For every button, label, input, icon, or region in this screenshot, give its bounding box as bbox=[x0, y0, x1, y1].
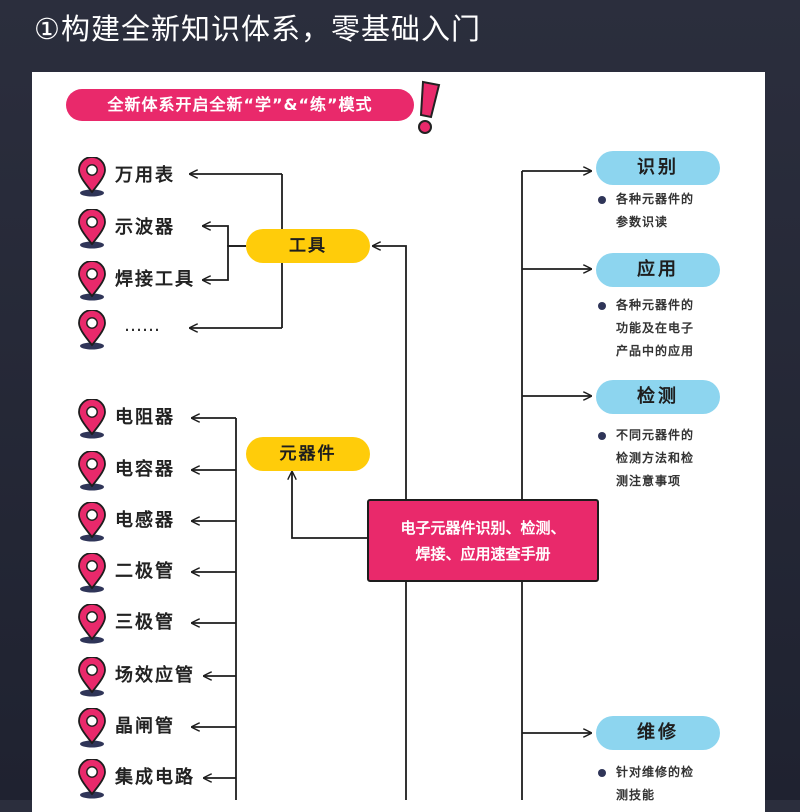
pill-detect: 检测 bbox=[596, 380, 720, 414]
exclamation-icon bbox=[418, 80, 441, 134]
desc-repair-line-1: 针对维修的检 bbox=[616, 765, 695, 779]
hub-components: 元器件 bbox=[246, 437, 370, 471]
pill-repair: 维修 bbox=[596, 716, 720, 750]
location-pin-icon bbox=[78, 451, 106, 491]
center-handbook-box: 电子元器件识别、检测、 焊接、应用速查手册 bbox=[367, 499, 599, 582]
center-line-2: 焊接、应用速查手册 bbox=[415, 545, 551, 563]
pill-identify: 识别 bbox=[596, 151, 720, 185]
component-item-transistor: 三极管 bbox=[115, 612, 175, 633]
tools-item-welding-tools: 焊接工具 bbox=[115, 269, 195, 290]
desc-apply-line-2: 功能及在电子 bbox=[616, 321, 695, 335]
desc-detect: 不同元器件的 检测方法和检 测注意事项 bbox=[597, 424, 737, 493]
component-item-resistor: 电阻器 bbox=[115, 407, 175, 428]
location-pin-icon bbox=[78, 604, 106, 644]
location-pin-icon bbox=[78, 261, 106, 301]
component-item-inductor: 电感器 bbox=[115, 510, 175, 531]
component-item-ic: 集成电路 bbox=[115, 767, 195, 788]
desc-identify-line-2: 参数识读 bbox=[616, 215, 669, 229]
component-item-diode: 二极管 bbox=[115, 561, 175, 582]
hub-tools: 工具 bbox=[246, 229, 370, 263]
desc-identify-line-1: 各种元器件的 bbox=[616, 192, 695, 206]
location-pin-icon bbox=[78, 502, 106, 542]
desc-identify: 各种元器件的 参数识读 bbox=[597, 188, 737, 234]
desc-apply-line-1: 各种元器件的 bbox=[616, 298, 695, 312]
desc-apply: 各种元器件的 功能及在电子 产品中的应用 bbox=[597, 294, 737, 363]
tools-item-multimeter: 万用表 bbox=[115, 165, 175, 186]
pill-apply: 应用 bbox=[596, 253, 720, 287]
desc-detect-line-1: 不同元器件的 bbox=[616, 428, 695, 442]
location-pin-icon bbox=[78, 157, 106, 197]
tools-item-oscilloscope: 示波器 bbox=[115, 217, 175, 238]
location-pin-icon bbox=[78, 708, 106, 748]
desc-detect-line-2: 检测方法和检 bbox=[616, 451, 695, 465]
location-pin-icon bbox=[78, 209, 106, 249]
desc-detect-line-3: 测注意事项 bbox=[616, 474, 682, 488]
component-item-capacitor: 电容器 bbox=[115, 459, 175, 480]
location-pin-icon bbox=[78, 759, 106, 799]
location-pin-icon bbox=[78, 310, 106, 350]
component-item-thyristor: 晶闸管 bbox=[115, 716, 175, 737]
desc-repair: 针对维修的检 测技能 bbox=[597, 761, 737, 807]
location-pin-icon bbox=[78, 657, 106, 697]
location-pin-icon bbox=[78, 399, 106, 439]
center-line-1: 电子元器件识别、检测、 bbox=[400, 519, 566, 537]
tools-item-more: …… bbox=[124, 315, 160, 336]
desc-apply-line-3: 产品中的应用 bbox=[616, 344, 695, 358]
diagram-canvas bbox=[32, 72, 765, 812]
location-pin-icon bbox=[78, 553, 106, 593]
mode-banner: 全新体系开启全新“学”&“练”模式 bbox=[66, 89, 414, 121]
page-heading: ①构建全新知识体系，零基础入门 bbox=[34, 12, 481, 46]
component-item-fet: 场效应管 bbox=[115, 665, 195, 686]
desc-repair-line-2: 测技能 bbox=[616, 788, 656, 802]
